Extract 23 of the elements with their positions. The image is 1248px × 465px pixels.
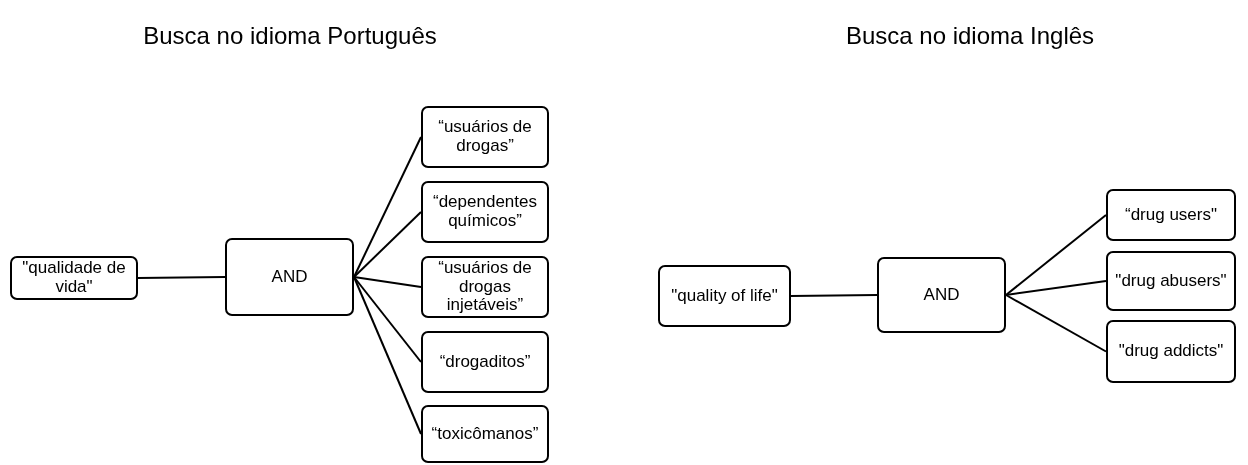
section-heading: Busca no idioma Português (143, 22, 437, 50)
connector-line (353, 276, 422, 363)
section-heading: Busca no idioma Inglês (845, 22, 1095, 50)
connector-line (137, 276, 226, 279)
term-box: "qualidade de vida" (10, 256, 138, 300)
term-box: "drug abusers" (1106, 251, 1236, 311)
connector-line (353, 211, 422, 278)
term-box: “drogaditos” (421, 331, 549, 393)
term-box: “drug users" (1106, 189, 1236, 241)
connector-line (1005, 280, 1107, 296)
term-box: AND (877, 257, 1006, 333)
term-box: AND (225, 238, 354, 316)
connector-line (790, 294, 878, 297)
connector-line (1005, 294, 1107, 353)
term-box: “usuários de drogas” (421, 106, 549, 168)
term-box: “toxicômanos” (421, 405, 549, 463)
term-box: “usuários de drogas injetáveis” (421, 256, 549, 318)
term-box: “dependentes químicos” (421, 181, 549, 243)
term-box: "quality of life" (658, 265, 791, 327)
term-box: "drug addicts" (1106, 320, 1236, 383)
connector-line (353, 276, 422, 288)
connector-line (1005, 214, 1107, 296)
connector-line (353, 136, 422, 278)
